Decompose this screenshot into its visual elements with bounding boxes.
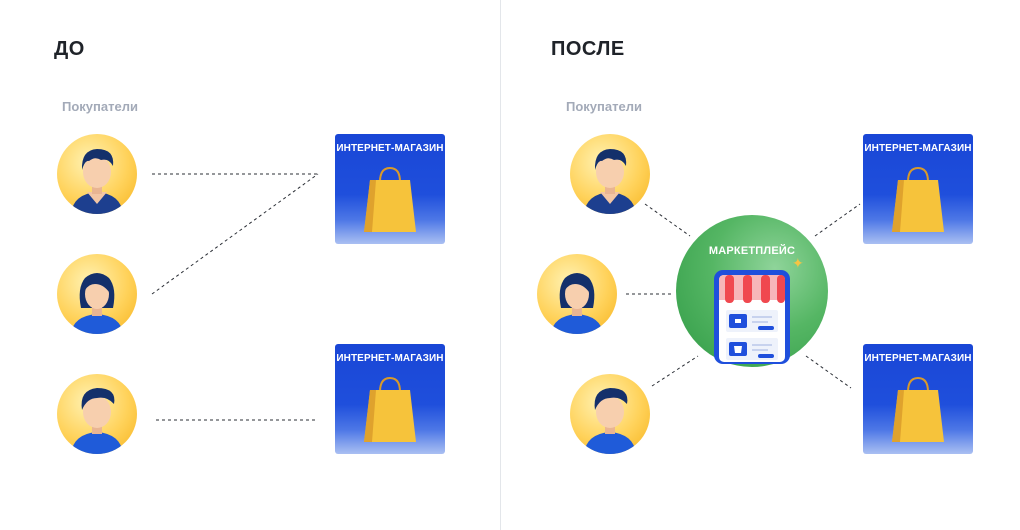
male-customer-icon: [71, 149, 123, 214]
shopping-bag-icon: [364, 376, 416, 442]
connector-line: [644, 203, 691, 237]
phone-storefront-icon: [714, 270, 790, 364]
shopping-bag-icon: [892, 166, 944, 232]
female-customer-icon: [551, 273, 603, 334]
section-divider: [500, 0, 501, 530]
online-shop-tile-3: ИНТЕРНЕТ-МАГАЗИН: [863, 134, 973, 244]
before-heading: ДО: [54, 38, 85, 60]
shop-title: ИНТЕРНЕТ-МАГАЗИН: [336, 143, 444, 154]
connector-line: [651, 355, 699, 387]
after-heading: ПОСЛЕ: [551, 38, 625, 60]
customer-avatar-male-1: [57, 134, 137, 214]
male-customer-icon: [584, 388, 636, 454]
customer-avatar-female: [57, 254, 137, 334]
shop-title: ИНТЕРНЕТ-МАГАЗИН: [864, 353, 972, 364]
shop-title: ИНТЕРНЕТ-МАГАЗИН: [336, 353, 444, 364]
customer-avatar-male-2: [57, 374, 137, 454]
customer-avatar-male-2: [570, 374, 650, 454]
after-customers-label: Покупатели: [566, 99, 642, 114]
customer-avatar-female: [537, 254, 617, 334]
shopping-bag-icon: [364, 166, 416, 232]
male-customer-icon: [71, 388, 123, 454]
online-shop-tile-4: ИНТЕРНЕТ-МАГАЗИН: [863, 344, 973, 454]
sparkle-icon: ✦: [792, 255, 804, 271]
female-customer-icon: [71, 273, 123, 334]
online-shop-tile-1: ИНТЕРНЕТ-МАГАЗИН: [335, 134, 445, 244]
shop-title: ИНТЕРНЕТ-МАГАЗИН: [864, 143, 972, 154]
marketplace-title: МАРКЕТПЛЕЙС: [708, 245, 796, 257]
connector-line: [151, 173, 319, 295]
male-customer-icon: [584, 149, 636, 214]
before-customers-label: Покупатели: [62, 99, 138, 114]
online-shop-tile-2: ИНТЕРНЕТ-МАГАЗИН: [335, 344, 445, 454]
connector-line: [814, 203, 861, 237]
shopping-bag-icon: [892, 376, 944, 442]
customer-avatar-male-1: [570, 134, 650, 214]
connector-line: [805, 355, 852, 389]
